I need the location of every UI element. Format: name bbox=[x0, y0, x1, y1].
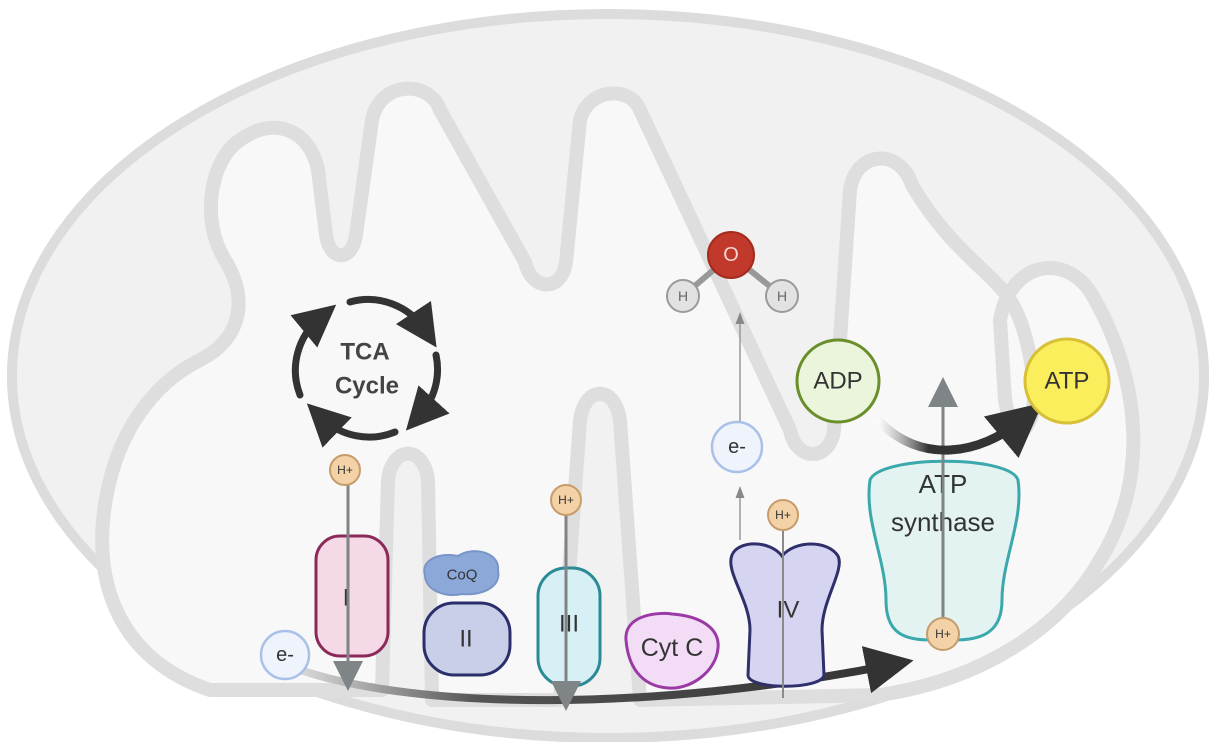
svg-text:H+: H+ bbox=[775, 508, 791, 522]
complex-iii-label: III bbox=[559, 611, 579, 638]
svg-text:H: H bbox=[678, 288, 688, 304]
cytochrome-c: Cyt C bbox=[624, 611, 720, 690]
electron-entry: e- bbox=[259, 629, 311, 681]
tca-label-line1: TCA bbox=[340, 339, 389, 366]
svg-text:e-: e- bbox=[276, 644, 294, 666]
hydrogen-atom-right: H bbox=[765, 279, 799, 313]
svg-text:H+: H+ bbox=[337, 463, 353, 477]
tca-label-line2: Cycle bbox=[335, 373, 399, 400]
complex-iii: III bbox=[536, 566, 602, 688]
coq-label: CoQ bbox=[447, 567, 478, 584]
complex-ii-label: II bbox=[459, 626, 472, 653]
cytc-label: Cyt C bbox=[641, 634, 704, 662]
adp-molecule: ADP bbox=[795, 338, 881, 424]
complex-iv: IV bbox=[729, 542, 841, 688]
coenzyme-q: CoQ bbox=[423, 550, 500, 596]
tca-cycle: TCA Cycle bbox=[290, 296, 450, 448]
electron-complex-iv: e- bbox=[710, 420, 764, 474]
atp-molecule: ATP bbox=[1023, 337, 1111, 425]
complex-i-label: I bbox=[343, 585, 350, 612]
hydrogen-atom-left: H bbox=[666, 279, 700, 313]
svg-text:H+: H+ bbox=[558, 493, 574, 507]
complex-iv-label: IV bbox=[777, 597, 800, 624]
proton-complex-i: H+ bbox=[329, 454, 361, 486]
svg-text:ADP: ADP bbox=[813, 368, 862, 395]
svg-text:e-: e- bbox=[728, 436, 746, 458]
oxygen-atom: O bbox=[707, 231, 755, 279]
proton-atp-synthase: H+ bbox=[926, 617, 960, 651]
water-molecule: H H O bbox=[666, 231, 799, 313]
tca-cycle-arrows-icon bbox=[290, 296, 450, 448]
svg-text:ATP: ATP bbox=[1045, 368, 1090, 395]
proton-complex-iii: H+ bbox=[550, 484, 582, 516]
svg-text:O: O bbox=[723, 244, 739, 266]
svg-text:H+: H+ bbox=[935, 627, 951, 641]
complex-i: I bbox=[314, 534, 390, 658]
complex-ii: II bbox=[422, 601, 512, 677]
proton-complex-iv: H+ bbox=[767, 499, 799, 531]
adp-to-atp-arrow bbox=[874, 402, 1043, 459]
svg-text:H: H bbox=[777, 288, 787, 304]
